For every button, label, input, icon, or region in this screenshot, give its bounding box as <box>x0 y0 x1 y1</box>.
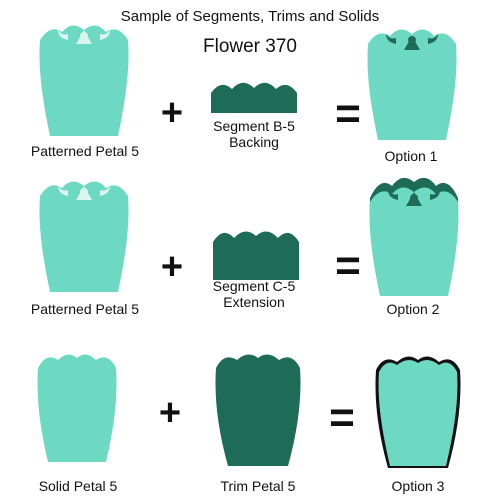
solid-petal-5 <box>37 354 117 462</box>
option-label-2: Option 2 <box>386 301 440 317</box>
option-3-petal <box>375 356 461 468</box>
plus-sign-2: + <box>160 246 184 288</box>
patterned-petal-1 <box>39 25 129 136</box>
plus-sign-3: + <box>158 392 182 434</box>
middle-label-2b: Extension <box>223 294 285 310</box>
equals-sign-2: = <box>335 241 361 290</box>
equals-sign-1: = <box>335 89 361 138</box>
left-label-3: Solid Petal 5 <box>38 478 118 494</box>
option-label-3: Option 3 <box>391 478 445 494</box>
equals-sign-3: = <box>329 393 355 442</box>
option-label-1: Option 1 <box>384 148 438 164</box>
middle-label-3: Trim Petal 5 <box>220 478 296 494</box>
segment-c5-extension <box>213 231 299 280</box>
segment-b5-backing <box>211 82 297 113</box>
patterned-petal-2 <box>39 181 129 292</box>
trim-petal-5 <box>215 354 301 466</box>
middle-label-1a: Segment B-5 <box>213 118 295 134</box>
option-1-petal <box>367 29 457 140</box>
plus-sign-1: + <box>160 92 184 134</box>
flower-name: Flower 370 <box>203 36 297 57</box>
option-2-petal <box>369 177 459 296</box>
middle-label-2a: Segment C-5 <box>212 278 296 294</box>
middle-label-1b: Backing <box>229 134 279 150</box>
left-label-1: Patterned Petal 5 <box>30 143 140 159</box>
left-label-2: Patterned Petal 5 <box>30 301 140 317</box>
page-title: Sample of Segments, Trims and Solids <box>120 8 380 25</box>
